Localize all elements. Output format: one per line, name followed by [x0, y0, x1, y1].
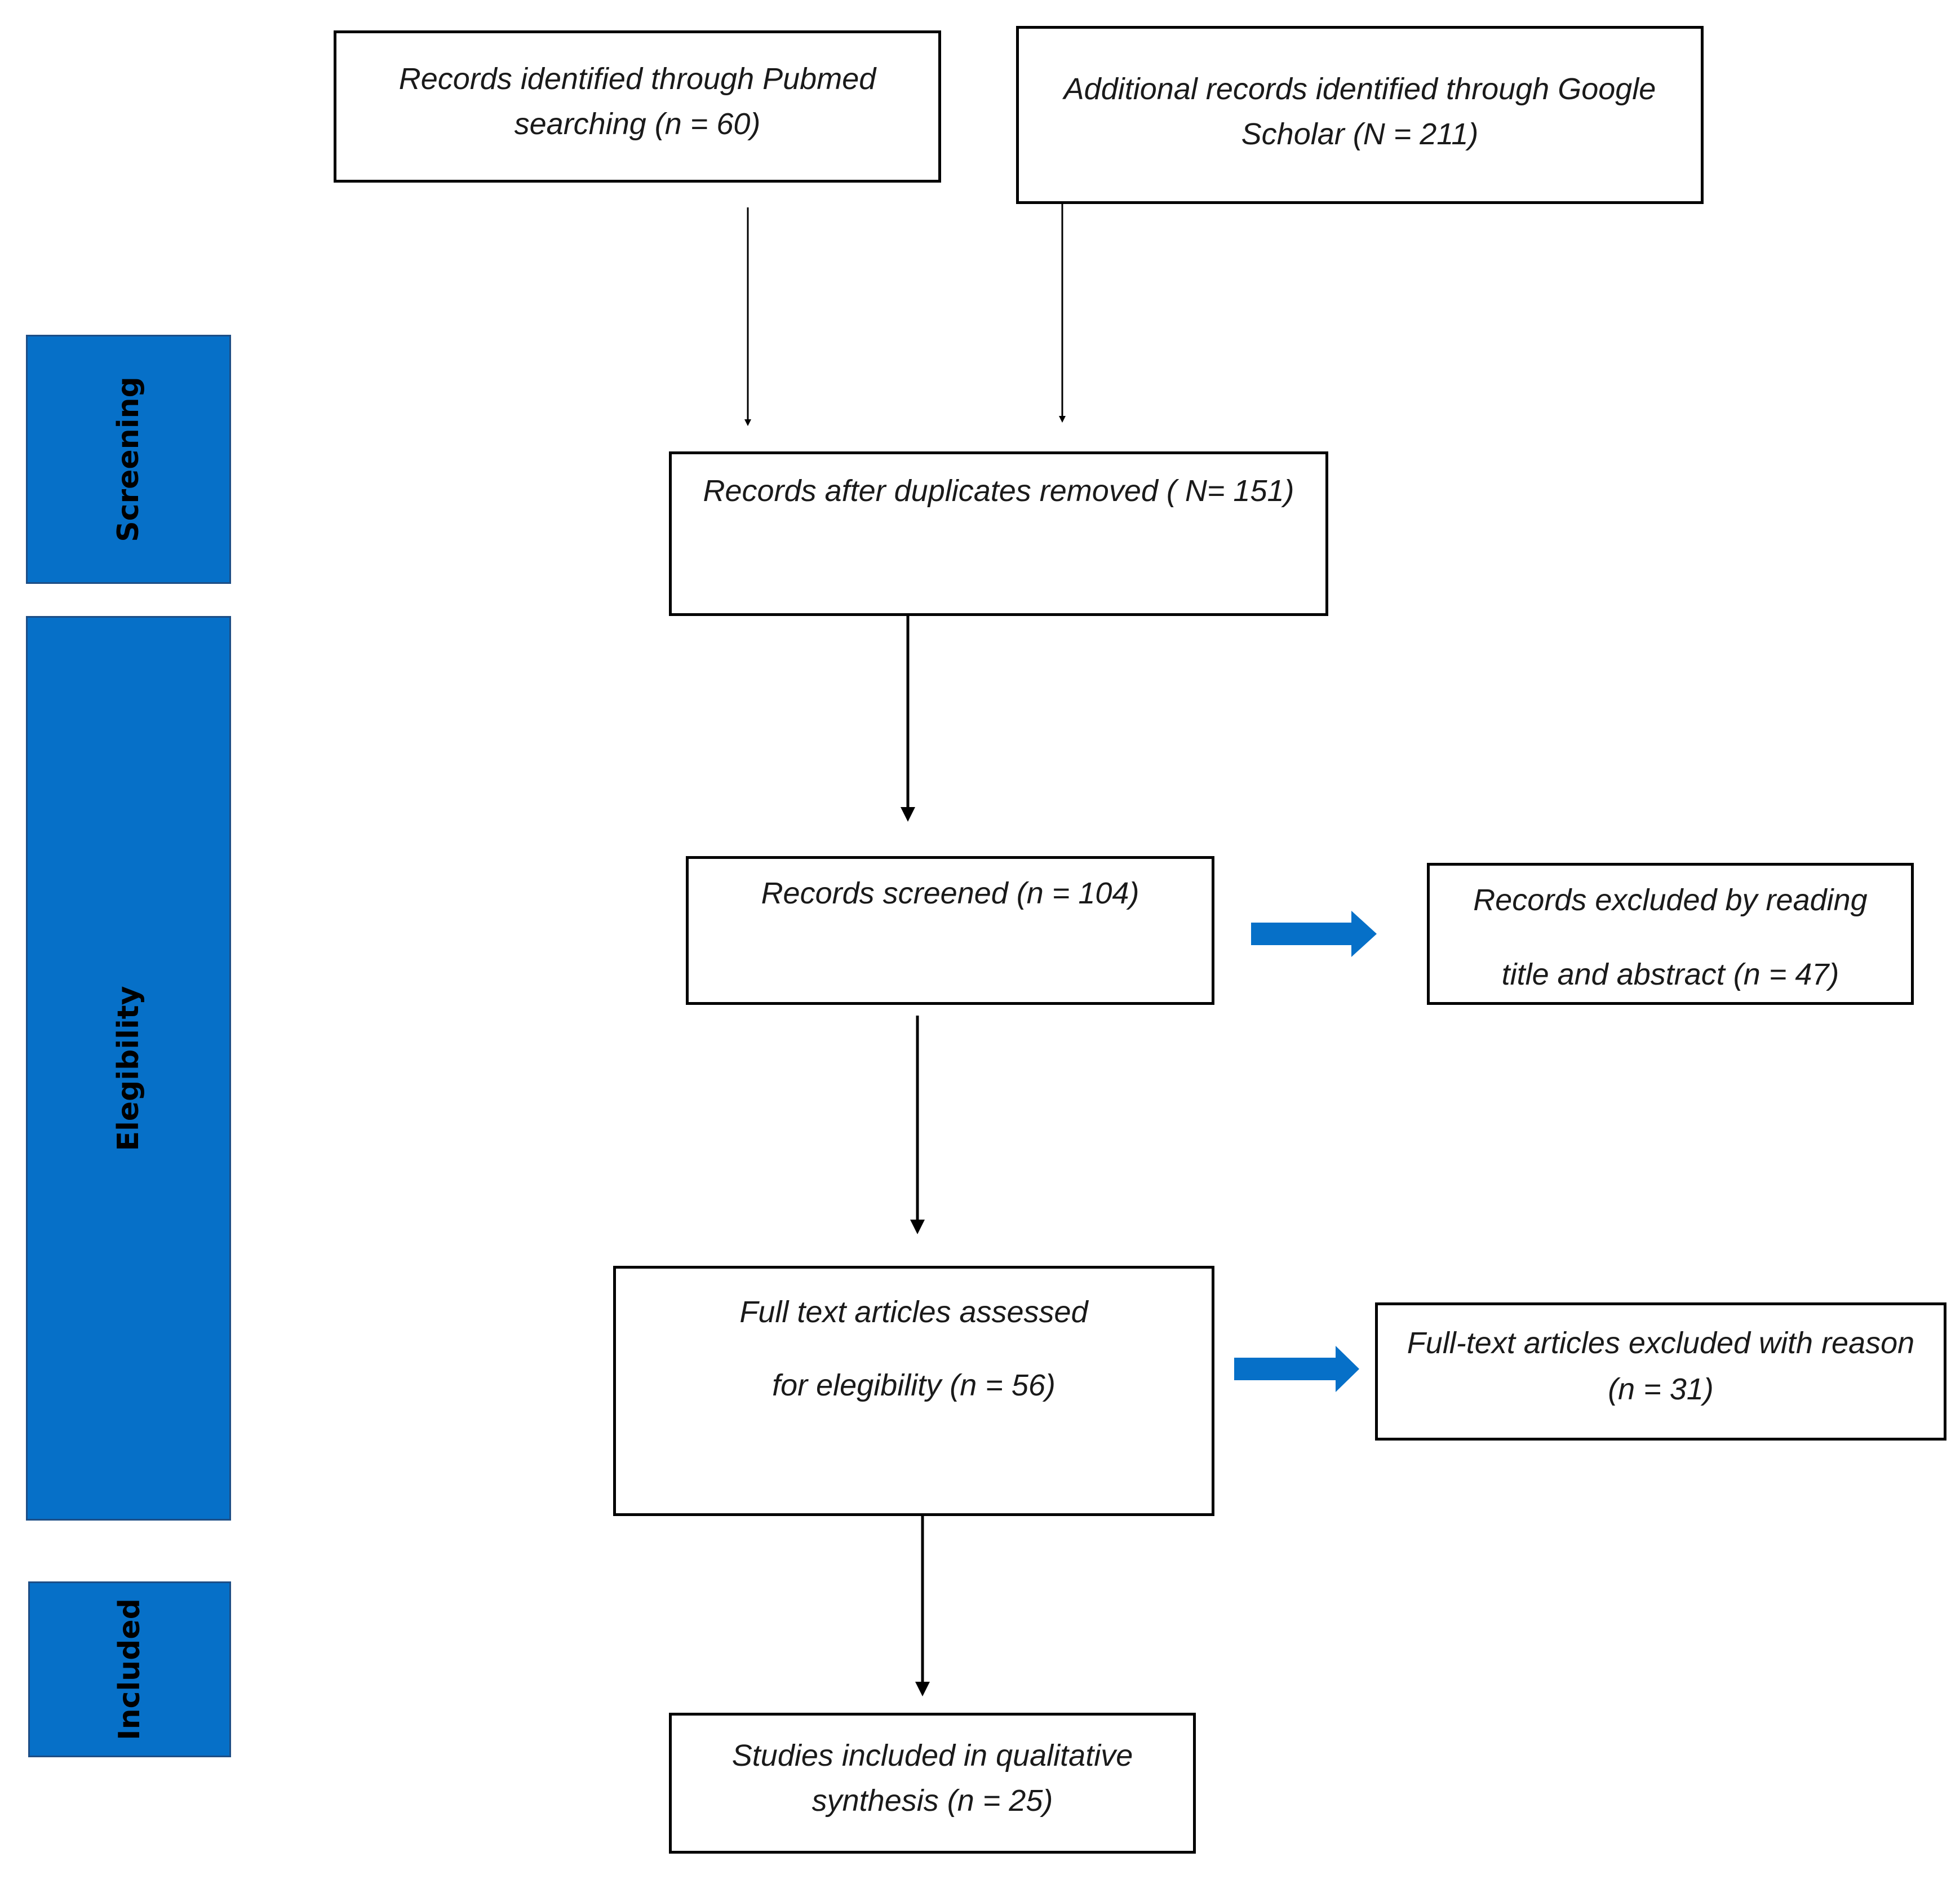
box-full-text-excluded: Full-text articles excluded with reason … — [1375, 1302, 1946, 1441]
box-pubmed-line1: Records identified through Pubmed — [398, 62, 876, 96]
box-google-scholar-line1: Additional records identified through Go… — [1063, 72, 1656, 106]
arrowhead-fulltext-to-included — [915, 1682, 930, 1696]
box-records-screened: Records screened (n = 104) — [686, 856, 1214, 1005]
box-excluded-title-abstract-line1: Records excluded by reading — [1473, 883, 1868, 917]
arrow-exclusion-full-text — [1234, 1346, 1359, 1392]
box-google-scholar-line2: Scholar (N = 211) — [1241, 117, 1479, 151]
box-full-text-excluded-line1: Full-text articles excluded with reason — [1407, 1326, 1915, 1360]
box-full-text-assessed-line1: Full text articles assessed — [739, 1295, 1088, 1329]
arrowhead-scholar-to-duplicates — [1059, 416, 1066, 423]
stage-bar-elegibility: Elegibility — [26, 616, 231, 1521]
box-studies-included: Studies included in qualitative synthesi… — [669, 1713, 1196, 1854]
box-excluded-title-abstract-line2: title and abstract (n = 47) — [1501, 958, 1839, 991]
box-pubmed-line2: searching (n = 60) — [514, 107, 761, 141]
arrowhead-screened-to-fulltext — [910, 1220, 925, 1234]
arrowhead-duplicates-to-screened — [901, 807, 915, 822]
box-excluded-title-abstract: Records excluded by reading title and ab… — [1427, 863, 1914, 1005]
box-duplicates-removed-line1: Records after duplicates removed ( N= 15… — [703, 474, 1294, 508]
box-studies-included-line2: synthesis (n = 25) — [812, 1784, 1053, 1818]
stage-bar-screening: Screening — [26, 335, 231, 584]
box-studies-included-line1: Studies included in qualitative — [731, 1739, 1133, 1772]
box-google-scholar-records: Additional records identified through Go… — [1016, 26, 1704, 204]
stage-bar-included: Included — [28, 1581, 231, 1757]
box-full-text-excluded-line2: (n = 31) — [1608, 1372, 1714, 1406]
box-duplicates-removed: Records after duplicates removed ( N= 15… — [669, 451, 1328, 616]
box-pubmed-records: Records identified through Pubmed search… — [334, 30, 941, 183]
arrowhead-pubmed-to-duplicates — [744, 419, 751, 426]
box-records-screened-line1: Records screened (n = 104) — [761, 876, 1139, 910]
arrow-exclusion-title-abstract — [1251, 911, 1377, 957]
box-full-text-assessed: Full text articles assessed for elegibil… — [613, 1266, 1214, 1516]
box-full-text-assessed-line2: for elegibility (n = 56) — [772, 1368, 1056, 1402]
